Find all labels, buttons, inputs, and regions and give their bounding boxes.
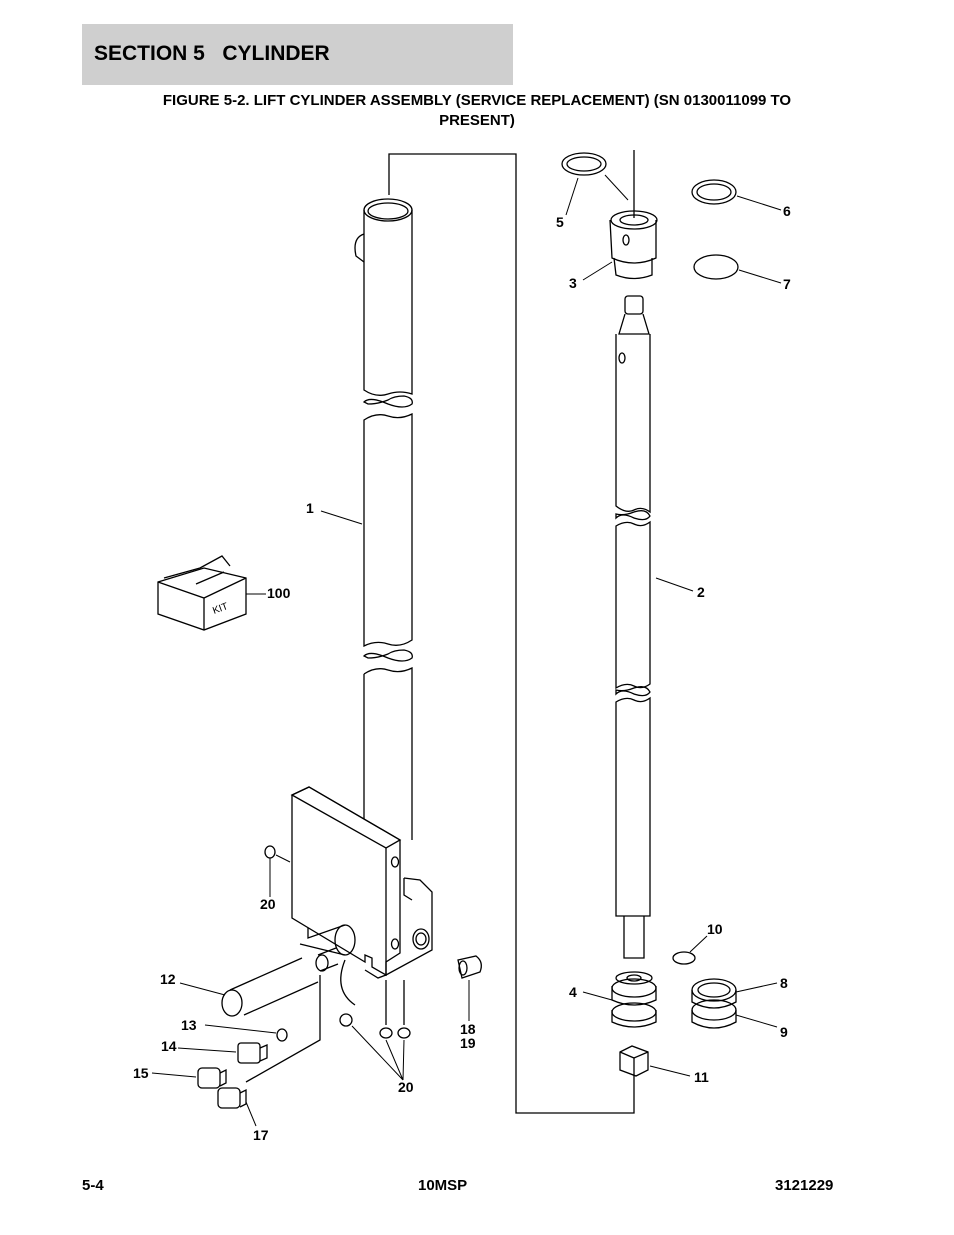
piston-and-seals — [611, 951, 737, 1077]
barrel-tube — [354, 198, 413, 840]
figure-title-line-2: PRESENT) — [439, 112, 515, 129]
leader-lines — [151, 174, 782, 1127]
figure-title-line-1: FIGURE 5-2. LIFT CYLINDER ASSEMBLY (SERV… — [162, 92, 792, 109]
valve-block — [290, 786, 433, 979]
callout-18: 18 — [460, 1021, 476, 1037]
callout-100: 100 — [267, 585, 291, 601]
fittings — [197, 975, 321, 1109]
callout-12: 12 — [160, 971, 176, 987]
callout-labels: 1 2 3 4 5 6 7 8 9 10 11 12 13 14 15 17 1… — [133, 203, 791, 1143]
section-title: SECTION 5 CYLINDER — [94, 42, 330, 65]
callout-7: 7 — [783, 276, 791, 292]
callout-14: 14 — [161, 1038, 177, 1054]
callout-11: 11 — [694, 1069, 709, 1085]
callout-5: 5 — [556, 214, 564, 230]
callout-19: 19 — [460, 1035, 476, 1051]
callout-2: 2 — [697, 584, 705, 600]
callout-8: 8 — [780, 975, 788, 991]
callout-20-upper: 20 — [260, 896, 276, 912]
kit-box: KIT — [157, 555, 247, 631]
port-assembly — [221, 924, 356, 1017]
callout-9: 9 — [780, 1024, 788, 1040]
callout-20-lower: 20 — [398, 1079, 414, 1095]
callout-6: 6 — [783, 203, 791, 219]
callout-3: 3 — [569, 275, 577, 291]
assembly-bracket-line — [388, 153, 635, 1114]
callout-13: 13 — [181, 1017, 197, 1033]
callout-15: 15 — [133, 1065, 149, 1081]
callout-17: 17 — [253, 1127, 269, 1143]
page-number: 5-4 — [82, 1177, 104, 1194]
callout-10: 10 — [707, 921, 723, 937]
model-name: 10MSP — [418, 1177, 468, 1194]
callout-1: 1 — [306, 500, 314, 516]
figure-title: FIGURE 5-2. LIFT CYLINDER ASSEMBLY (SERV… — [82, 91, 872, 131]
rod-assembly — [561, 150, 739, 959]
callout-4: 4 — [569, 984, 577, 1000]
manual-number: 3121229 — [775, 1177, 834, 1194]
section-header: SECTION 5 CYLINDER — [82, 24, 513, 85]
kit-label: KIT — [211, 601, 229, 617]
